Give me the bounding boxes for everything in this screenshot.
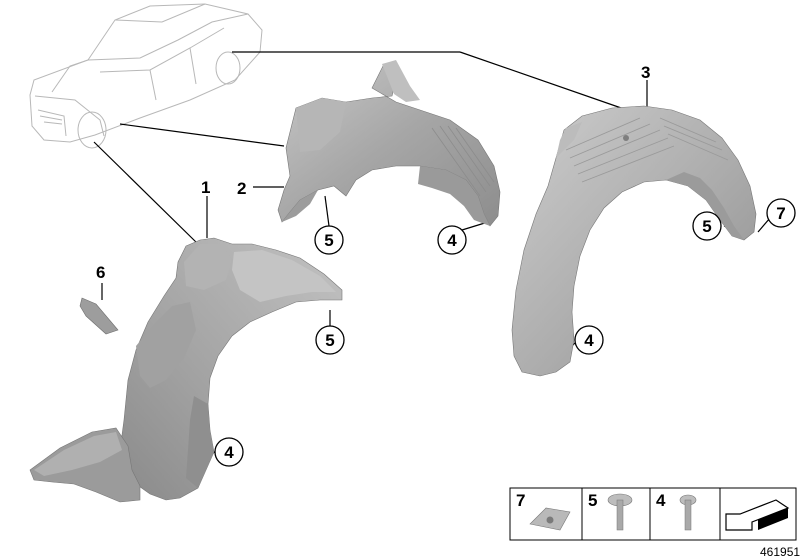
callout-5-right-text: 5 bbox=[702, 217, 711, 236]
clip-nut-icon bbox=[529, 507, 571, 531]
callout-5-right: 5 bbox=[692, 211, 722, 241]
callout-5-left: 5 bbox=[315, 325, 345, 355]
wheel-arch-liner-front bbox=[29, 237, 343, 503]
callout-4-right-text: 4 bbox=[584, 331, 594, 350]
wheel-arch-liner-rear bbox=[511, 105, 757, 377]
vehicle-outline bbox=[29, 3, 263, 149]
callout-4-upper: 4 bbox=[437, 225, 467, 255]
fastener-legend: 7 5 4 bbox=[509, 487, 797, 541]
label-part-3: 3 bbox=[641, 63, 650, 82]
screw-icon bbox=[679, 494, 697, 531]
wheel-arch-liner-front-rear-section bbox=[277, 60, 501, 227]
callout-5-left-text: 5 bbox=[325, 331, 334, 350]
bracket-part-6 bbox=[79, 297, 119, 335]
callout-4-left-text: 4 bbox=[224, 443, 234, 462]
catalog-number: 461951 bbox=[760, 545, 800, 559]
callout-4-left: 4 bbox=[214, 437, 244, 467]
screw-with-washer-icon bbox=[607, 493, 633, 531]
legend-key-7: 7 bbox=[516, 491, 525, 510]
callout-4-upper-text: 4 bbox=[447, 231, 457, 250]
label-part-6: 6 bbox=[96, 263, 105, 282]
legend-key-4: 4 bbox=[656, 491, 666, 510]
direction-arrow-icon bbox=[725, 499, 790, 531]
callout-5-upper-text: 5 bbox=[324, 231, 333, 250]
callout-4-right: 4 bbox=[574, 325, 604, 355]
label-part-2: 2 bbox=[237, 179, 246, 198]
callout-7-right: 7 bbox=[766, 198, 796, 228]
callout-5-upper: 5 bbox=[314, 225, 344, 255]
legend-key-5: 5 bbox=[588, 491, 597, 510]
callout-7-right-text: 7 bbox=[776, 204, 785, 223]
label-part-1: 1 bbox=[201, 178, 210, 197]
